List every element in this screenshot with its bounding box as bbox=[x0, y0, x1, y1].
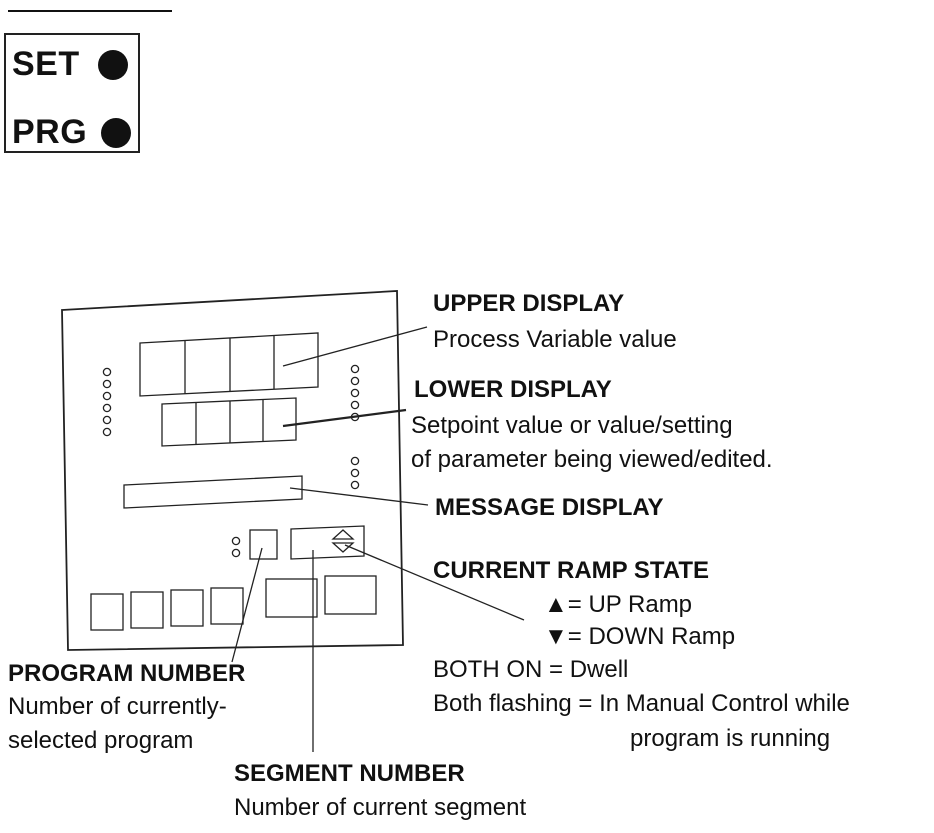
segment-number-desc: Number of current segment bbox=[234, 794, 527, 821]
upper-display-desc: Process Variable value bbox=[433, 326, 677, 353]
prg-indicator-led bbox=[101, 118, 131, 148]
lower-display-desc-line1: Setpoint value or value/setting bbox=[411, 412, 733, 439]
ramp-state-both-on: BOTH ON = Dwell bbox=[433, 656, 629, 683]
upper-display-digits bbox=[139, 332, 319, 397]
upper-display-title: UPPER DISPLAY bbox=[433, 290, 625, 317]
right-led-column bbox=[350, 364, 360, 490]
segment-number-title: SEGMENT NUMBER bbox=[234, 760, 465, 787]
controller-panel-outline bbox=[61, 290, 404, 651]
program-number-desc-line2: selected program bbox=[8, 727, 194, 754]
message-display-bar bbox=[123, 475, 303, 509]
prg-indicator-label: PRG bbox=[12, 113, 88, 151]
ramp-state-down: ▼= DOWN Ramp bbox=[544, 623, 736, 650]
program-number-desc-line1: Number of currently- bbox=[8, 693, 227, 720]
left-led-column bbox=[102, 367, 112, 437]
ramp-state-both-flashing-line2: program is running bbox=[630, 725, 831, 752]
program-leds bbox=[231, 536, 241, 558]
ramp-arrows-icon bbox=[331, 529, 355, 553]
set-indicator-label: SET bbox=[12, 45, 80, 83]
callout-leader-lines bbox=[231, 326, 525, 752]
lower-display-desc-line2: of parameter being viewed/edited. bbox=[411, 446, 773, 473]
program-number-box bbox=[249, 529, 278, 560]
segment-ramp-box bbox=[290, 525, 365, 560]
lower-display-digits bbox=[161, 397, 297, 447]
keypad-buttons bbox=[90, 575, 377, 631]
ramp-state-both-flashing-line1: Both flashing = In Manual Control while bbox=[433, 690, 850, 717]
program-number-title: PROGRAM NUMBER bbox=[8, 660, 246, 687]
lower-display-title: LOWER DISPLAY bbox=[414, 376, 612, 403]
message-display-title: MESSAGE DISPLAY bbox=[435, 494, 664, 521]
ramp-state-title: CURRENT RAMP STATE bbox=[433, 557, 709, 584]
set-indicator-led bbox=[98, 50, 128, 80]
ramp-state-up: ▲= UP Ramp bbox=[544, 591, 693, 618]
top-rule bbox=[8, 10, 172, 12]
indicator-legend-box: SET PRG bbox=[4, 33, 140, 153]
